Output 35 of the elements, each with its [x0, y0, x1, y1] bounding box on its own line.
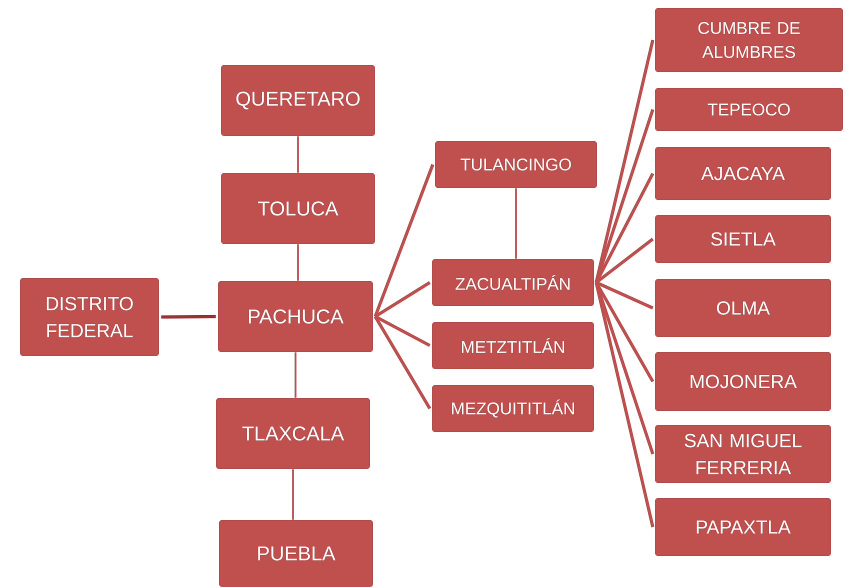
connector-line: [374, 164, 434, 318]
connector-line: [297, 136, 299, 173]
connector-line: [594, 40, 654, 283]
connector-line: [594, 282, 654, 382]
place-box: METZTITLÁN: [432, 322, 594, 369]
place-box: QUERETARO: [221, 65, 375, 136]
place-box: MOJONERA: [655, 352, 831, 411]
connector-line: [294, 352, 296, 398]
place-box: PUEBLA: [219, 520, 373, 587]
place-box: ZACUALTIPÁN: [432, 259, 594, 306]
place-box: TOLUCA: [221, 173, 375, 244]
place-box: CUMBRE DE ALUMBRES: [655, 8, 843, 72]
place-box: DISTRITO FEDERAL: [20, 278, 159, 356]
place-box: SAN MIGUEL FERRERIA: [655, 425, 831, 483]
connector-line: [374, 316, 432, 410]
place-box: PAPAXTLA: [655, 498, 831, 556]
connector-line: [596, 281, 654, 310]
connector-line: [297, 244, 299, 281]
place-box: MEZQUITITLÁN: [432, 385, 594, 432]
place-box: PACHUCA: [218, 281, 373, 352]
connector-line: [594, 109, 654, 283]
connector-line: [594, 282, 654, 454]
connector-line: [161, 314, 216, 319]
place-box: OLMA: [655, 279, 831, 337]
place-box: TULANCINGO: [435, 141, 597, 188]
connector-line: [515, 188, 517, 259]
connector-line: [374, 315, 431, 347]
connector-line: [374, 281, 431, 318]
connector-line: [292, 469, 294, 520]
place-box: SIETLA: [655, 215, 831, 263]
place-box: TLAXCALA: [216, 398, 370, 469]
place-box: TEPEOCO: [655, 88, 843, 131]
connector-line: [594, 172, 654, 284]
connector-line: [594, 282, 654, 528]
place-box: AJACAYA: [655, 147, 831, 200]
